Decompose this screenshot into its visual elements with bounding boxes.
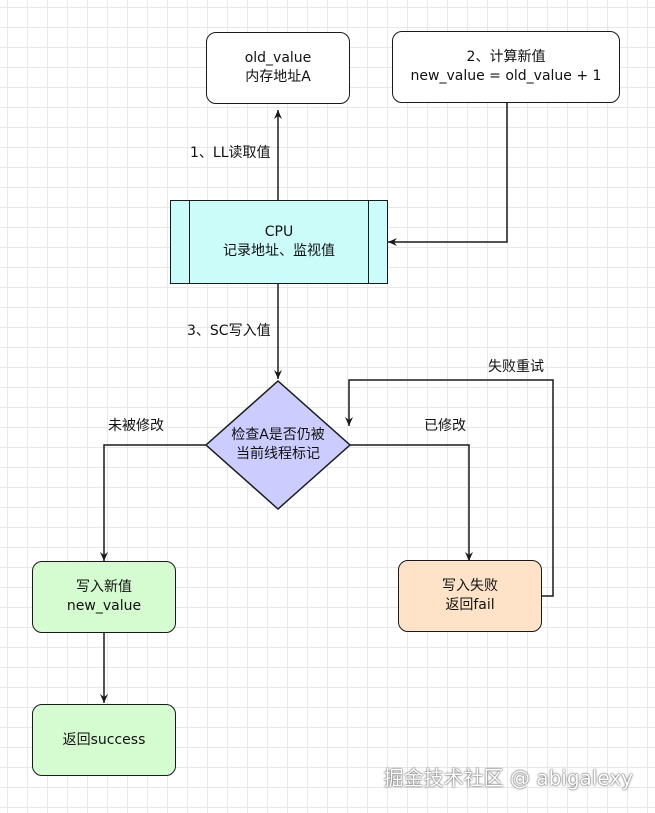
check-node: 检查A是否仍被 当前线程标记 [206,426,350,464]
check-node-line2: 当前线程标记 [236,446,320,462]
cpu-node-right-bar [368,201,369,283]
compute-node: 2、计算新值 new_value = old_value + 1 [392,31,620,103]
write-fail-node: 写入失败 返回fail [398,560,542,632]
edge-compute-to-cpu [388,102,508,246]
write-fail-node-line1: 写入失败 [442,578,498,594]
edge-label-retry: 失败重试 [488,359,544,375]
cpu-node: CPU 记录地址、监视值 [170,200,388,284]
write-new-node-line1: 写入新值 [76,579,132,595]
check-node-line1: 检查A是否仍被 [231,427,325,443]
memory-node: old_value 内存地址A [206,32,350,104]
compute-node-line1: 2、计算新值 [466,49,546,65]
write-new-node-line2: new_value [66,598,142,614]
write-new-node: 写入新值 new_value [32,561,176,633]
memory-node-line2: 内存地址A [245,69,311,85]
cpu-node-line1: CPU [264,224,294,240]
return-success-node-line1: 返回success [62,731,146,748]
check-diamond [204,379,352,511]
edge-label-not-modified: 未被修改 [108,418,164,434]
return-success-node: 返回success [32,704,176,776]
write-fail-node-line2: 返回fail [445,597,495,613]
cpu-node-line2: 记录地址、监视值 [223,243,335,259]
memory-node-line1: old_value [244,50,312,66]
edge-label-modified: 已修改 [424,418,466,434]
cpu-node-left-bar [189,201,190,283]
edge-label-sc-write: 3、SC写入值 [187,323,271,339]
compute-node-line2: new_value = old_value + 1 [410,68,602,84]
watermark: 掘金技术社区 @ abigalexy [383,766,633,790]
edge-not-modified [100,444,206,561]
edge-label-ll-read: 1、LL读取值 [190,145,271,161]
edge-modified [350,444,473,561]
edge-retry [345,379,554,597]
